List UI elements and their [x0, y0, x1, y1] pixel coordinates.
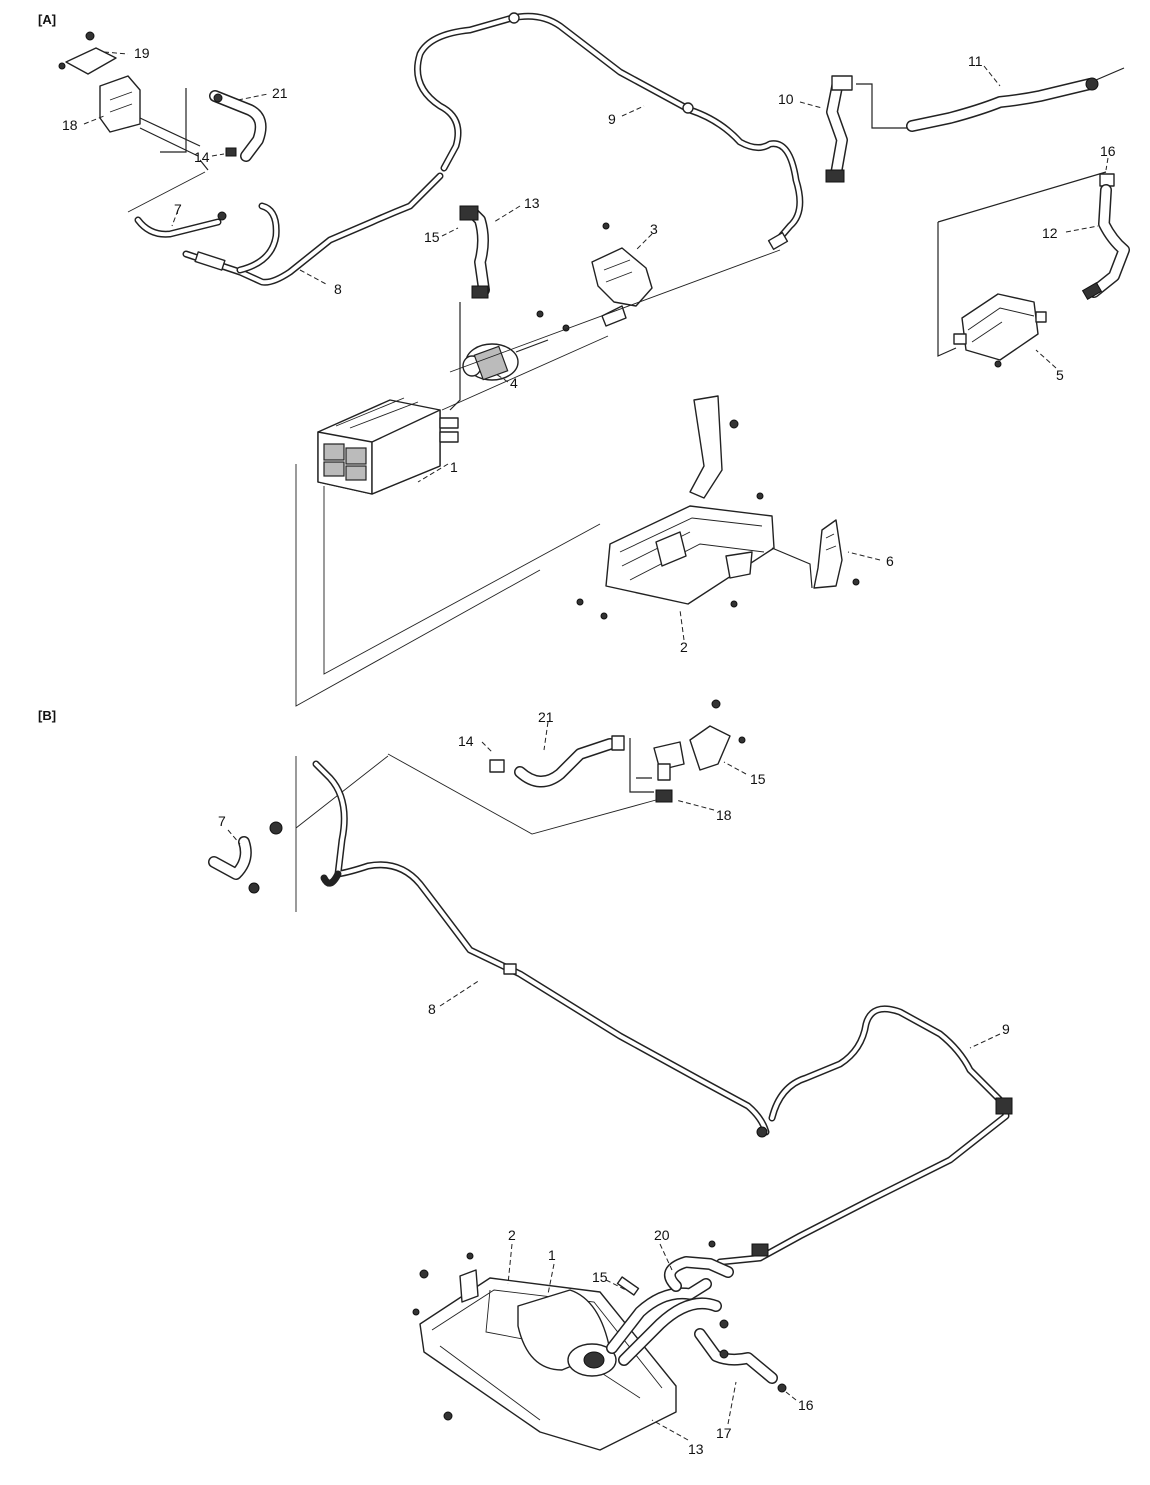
callout-a-3: 3 — [650, 221, 658, 237]
callout-leaders-a — [83, 51, 1109, 641]
part-14-clip — [225, 147, 237, 157]
callout-a-21: 21 — [272, 85, 288, 101]
part-1b-canister — [517, 1289, 617, 1377]
part-8-pipe — [184, 174, 442, 285]
callout-a-6: 6 — [886, 553, 894, 569]
part-8b-end-outline — [320, 870, 342, 887]
guide-line — [127, 171, 206, 213]
part-1-canister — [317, 397, 459, 495]
part-9-clip-b — [682, 102, 694, 114]
part-9-clip-a — [508, 12, 520, 24]
part-14b-clip — [489, 759, 505, 773]
callout-a-18: 18 — [62, 117, 78, 133]
part-13-clamp — [471, 285, 489, 299]
section-label-a: [A] — [38, 12, 56, 27]
callout-b-1: 1 — [548, 1247, 556, 1263]
callout-b-15: 15 — [750, 771, 766, 787]
part-21b-end — [611, 735, 625, 751]
callout-b-2: 2 — [508, 1227, 516, 1243]
part-19-bracket — [58, 31, 117, 75]
part-13-hose — [467, 207, 489, 295]
part-11-line — [1095, 67, 1125, 81]
part-1-frame — [295, 464, 601, 707]
part-7-clamp — [217, 211, 227, 221]
callouts-b: 21 14 15 18 7 8 9 2 1 20 15 17 16 13 — [218, 709, 1010, 1457]
callout-a-1: 1 — [450, 459, 458, 475]
part-8b-pipe-outline — [312, 760, 770, 1136]
callout-b-20: 20 — [654, 1227, 670, 1243]
callout-leaders-b — [227, 721, 1001, 1441]
callout-a-14: 14 — [194, 149, 210, 165]
part-21-hose — [210, 91, 266, 161]
callout-a-7: 7 — [174, 201, 182, 217]
callout-a-10: 10 — [778, 91, 794, 107]
callout-a-9: 9 — [608, 111, 616, 127]
part-9b-pipe — [718, 1007, 1008, 1264]
callout-b-13: 13 — [688, 1441, 704, 1457]
callouts-a: 19 21 18 14 7 8 9 10 11 16 12 15 13 3 4 … — [62, 45, 1116, 655]
callout-b-18: 18 — [716, 807, 732, 823]
part-21-leader — [160, 88, 209, 171]
part-8-branch — [238, 204, 279, 272]
section-label-b: [B] — [38, 708, 56, 723]
callout-b-9: 9 — [1002, 1021, 1010, 1037]
callout-a-16: 16 — [1100, 143, 1116, 159]
part-10-fitting-bottom — [825, 169, 845, 183]
part-21b-hose — [515, 739, 615, 786]
part-8b-pipe — [314, 762, 768, 1134]
part-18b-frame — [629, 738, 654, 793]
part-10-hose — [827, 77, 847, 179]
callout-a-8: 8 — [334, 281, 342, 297]
part-8b-connector — [756, 1126, 768, 1138]
part-4-valve — [462, 310, 570, 381]
callout-b-14: 14 — [458, 733, 474, 749]
part-12-hose — [1089, 185, 1129, 297]
part-3-cover — [591, 222, 653, 327]
callout-a-15: 15 — [424, 229, 440, 245]
part-18b-valve — [653, 699, 746, 803]
part-9b-clip — [995, 1097, 1013, 1115]
part-6-bracket — [771, 519, 860, 589]
callout-b-7: 7 — [218, 813, 226, 829]
guide-line-b — [387, 753, 657, 835]
callout-b-17: 17 — [716, 1425, 732, 1441]
callout-b-21: 21 — [538, 709, 554, 725]
part-12-clamp — [1081, 281, 1103, 301]
part-21-clamp — [213, 93, 223, 103]
part-8b-clip — [503, 963, 517, 975]
part-9-connector — [767, 231, 789, 251]
part-7-hose — [136, 218, 220, 237]
part-9b-end-clip — [751, 1243, 769, 1257]
part-10-leader — [856, 83, 908, 129]
part-18-valve — [99, 75, 201, 157]
part-13-leader — [449, 302, 461, 411]
part-11-clamp — [1085, 77, 1099, 91]
callout-b-16: 16 — [798, 1397, 814, 1413]
callout-b-15-lower: 15 — [592, 1269, 608, 1285]
callout-b-8: 8 — [428, 1001, 436, 1017]
callout-a-11: 11 — [968, 53, 983, 69]
callout-a-19: 19 — [134, 45, 150, 61]
part-5-frame — [937, 171, 1107, 357]
part-2-tray — [576, 395, 775, 620]
callout-a-2: 2 — [680, 639, 688, 655]
part-15-clamp — [459, 205, 479, 221]
callout-a-12: 12 — [1042, 225, 1058, 241]
part-11-hose — [907, 79, 1095, 131]
part-9-pipe — [415, 14, 802, 242]
callout-a-4: 4 — [510, 375, 518, 391]
part-7b-hose — [208, 821, 283, 894]
callout-a-5: 5 — [1056, 367, 1064, 383]
part-8-end — [194, 251, 226, 271]
part-5-filter — [953, 293, 1047, 368]
part-10-fitting-top — [831, 75, 853, 91]
part-20b-hoses — [606, 1240, 787, 1393]
part-4-guides — [441, 249, 781, 411]
callout-a-13: 13 — [524, 195, 540, 211]
